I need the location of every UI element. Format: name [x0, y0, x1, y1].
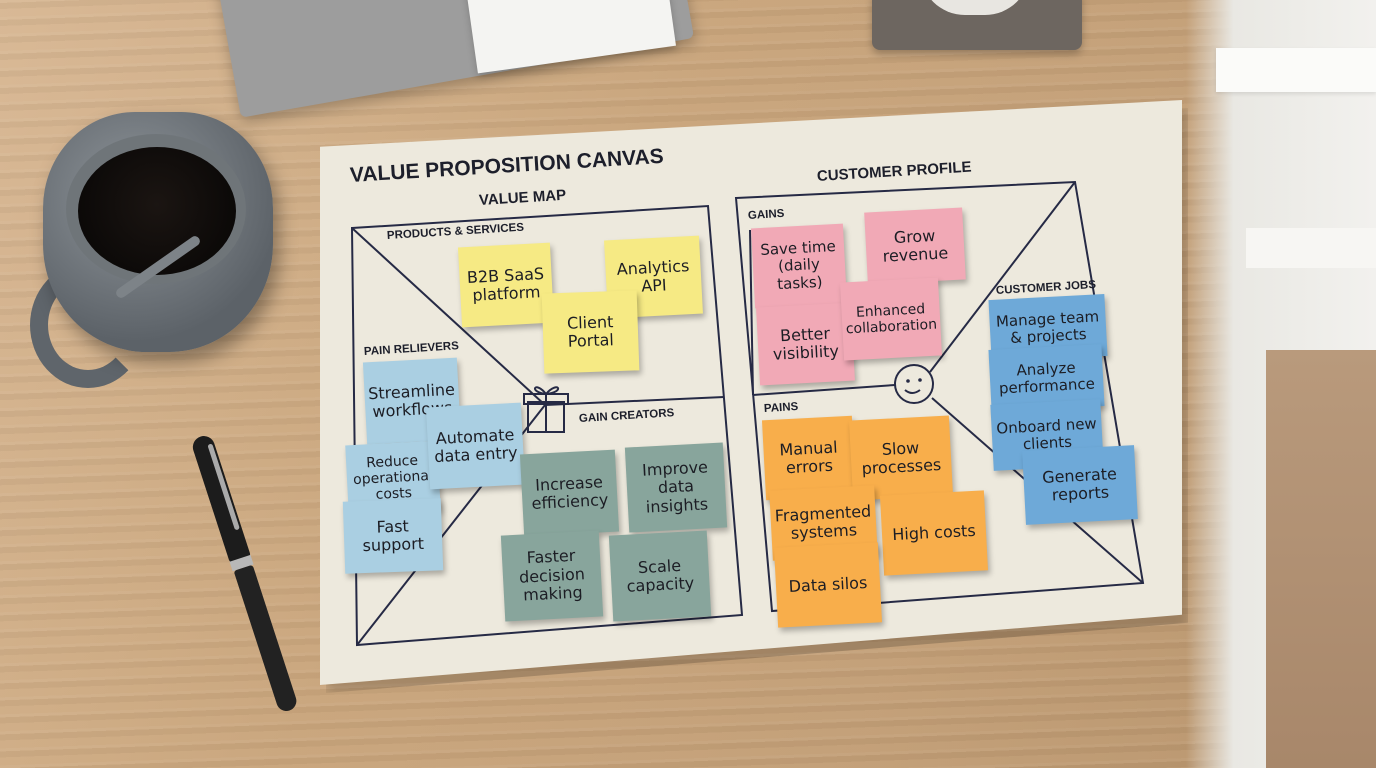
gains-label: GAINS: [747, 207, 785, 222]
sticky-note-gain-creator: Improve data insights: [624, 442, 728, 533]
sticky-note-product: B2B SaaS platform: [457, 242, 555, 328]
sticky-note-gain: Grow revenue: [864, 207, 966, 285]
sticky-note-gain: Save time (daily tasks): [750, 223, 848, 309]
sticky-note-gain-creator: Scale capacity: [608, 530, 712, 622]
window-frame: [1216, 48, 1376, 92]
sticky-note-product: Client Portal: [541, 290, 640, 374]
coffee-mug: [30, 112, 273, 388]
sticky-note-gain: Better visibility: [756, 302, 855, 386]
sticky-note-pain-reliever: Fast support: [342, 498, 444, 574]
coffee: [78, 147, 236, 275]
window-sill: [1246, 228, 1376, 268]
floor: [1266, 350, 1376, 768]
sticky-note-gain-creator: Increase efficiency: [519, 449, 620, 537]
window-background: [1186, 0, 1376, 768]
cup-on-coaster: [920, 0, 1030, 15]
sticky-note-pain: Data silos: [773, 542, 883, 628]
sticky-note-pain-reliever: Automate data entry: [425, 402, 526, 490]
sticky-note-gain: Enhanced collaboration: [840, 277, 942, 361]
sticky-note-gain-creator: Faster decision making: [500, 530, 604, 622]
sticky-note-customer-job: Generate reports: [1022, 445, 1138, 525]
pains-label: PAINS: [763, 400, 799, 415]
sticky-note-pain: High costs: [879, 490, 989, 576]
